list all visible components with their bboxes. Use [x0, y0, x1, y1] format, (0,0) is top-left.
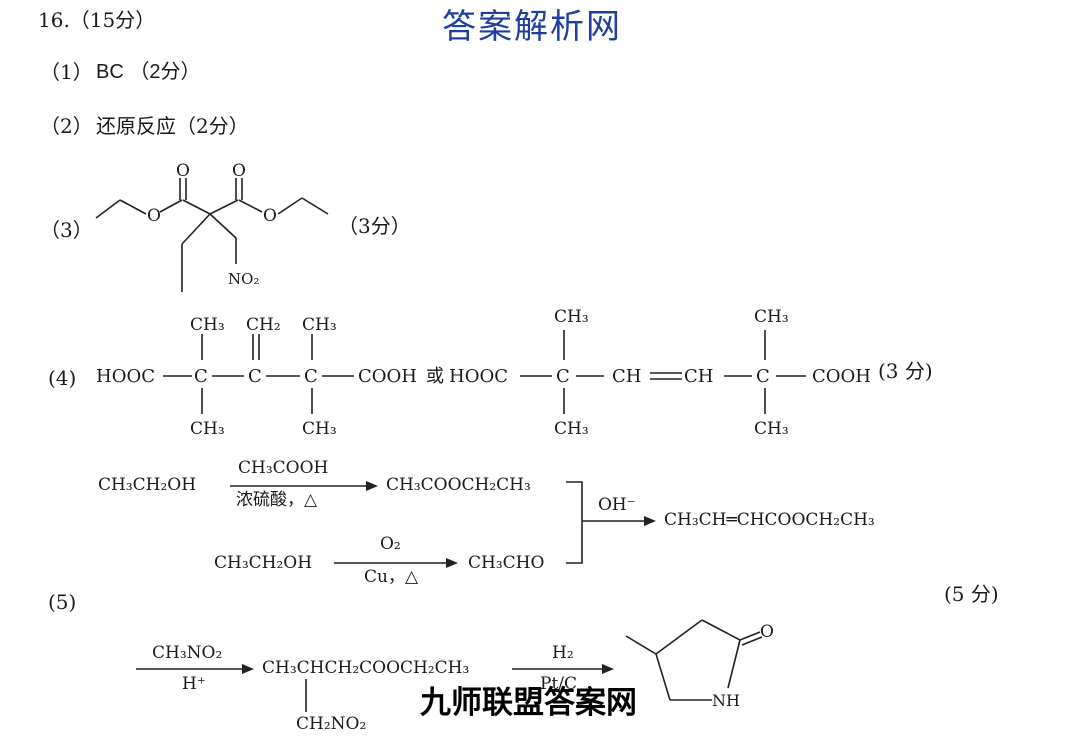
part3-o-carbonyl-right: O: [232, 161, 246, 181]
p5-step1-reagent-top: CH₃COOH: [238, 458, 329, 478]
part3-o-carbonyl-left: O: [176, 161, 190, 181]
part3-score: （3分）: [338, 214, 411, 238]
part3-o-ester-right: O: [263, 206, 277, 226]
ring-o-label: O: [760, 622, 774, 642]
p5-step3-reagent-top: CH₃NO₂: [152, 643, 223, 663]
p4s1-ch3-top1: CH₃: [190, 315, 225, 335]
p5-step2-reagent-top: O₂: [380, 534, 401, 554]
p4s2-ch1: CH: [612, 366, 641, 387]
p4s2-cooh: COOH: [812, 366, 871, 387]
part4-structure2: 或 HOOC C CH CH C COOH CH₃ CH₃ CH₃ CH₃: [426, 307, 871, 439]
part5-label: (5): [48, 590, 77, 614]
p5-merged-product: CH₃CH═CHCOOCH₂CH₃: [664, 510, 875, 530]
part3-structure: O O O O NO₂: [95, 161, 329, 292]
p5-step3-product-main: CH₃CHCH₂COOCH₂CH₃: [262, 658, 470, 678]
p4s1-hooc: HOOC: [96, 366, 155, 387]
p5-step3-reagent-bottom: H⁺: [182, 674, 206, 694]
p4s2-ch3-bottom1: CH₃: [554, 419, 589, 439]
p4s1-ch3-bottom1: CH₃: [190, 419, 225, 439]
p5-merge-reagent: OH⁻: [598, 495, 636, 515]
p4s1-ch3-top2: CH₃: [302, 315, 337, 335]
p5-step2-reagent-bottom: Cu，△: [364, 567, 419, 587]
part1-answer: BC （2分）: [96, 61, 201, 83]
part4-score: (3 分): [878, 359, 933, 383]
p5-step1-product: CH₃COOCH₂CH₃: [386, 475, 531, 495]
part2-label: （2）: [40, 114, 93, 138]
part4-structure1: HOOC C C C COOH CH₃ CH₂ CH₃ CH₃ CH₃: [96, 315, 417, 439]
p4s1-cooh: COOH: [358, 366, 417, 387]
part5-score: (5 分): [944, 582, 999, 606]
ring-nh-label: NH: [712, 691, 740, 710]
p4s1-c1: C: [194, 366, 208, 387]
part3-label: （3）: [40, 218, 93, 242]
p4s2-c1: C: [556, 366, 570, 387]
p4s2-ch3-top2: CH₃: [754, 307, 789, 327]
p4s1-c3: C: [304, 366, 318, 387]
p4-or: 或: [426, 366, 444, 387]
p5-step1-reagent-bottom: 浓硫酸，△: [236, 490, 318, 510]
p5-step3-product-branch: CH₂NO₂: [296, 714, 367, 734]
part2-answer: 还原反应（2分）: [96, 114, 249, 138]
p5-step2-reactant: CH₃CH₂OH: [214, 553, 313, 573]
watermark-bottom: 九师联盟答案网: [420, 685, 637, 721]
p5-step4-reagent-top: H₂: [552, 643, 574, 663]
p4s2-ch2: CH: [684, 366, 713, 387]
p5-step4-reagent-bottom: Pt/C: [540, 674, 578, 694]
part5-reaction-scheme: O NH: [136, 481, 774, 712]
watermark-top: 答案解析网: [442, 7, 622, 47]
part3-o-ester-left: O: [147, 206, 161, 226]
question-header: 16.（15分）: [38, 8, 156, 32]
p4s1-c2: C: [248, 366, 262, 387]
p4s2-c2: C: [756, 366, 770, 387]
p4s2-ch3-top1: CH₃: [554, 307, 589, 327]
p5-step2-product: CH₃CHO: [468, 553, 545, 573]
p4s2-ch3-bottom2: CH₃: [754, 419, 789, 439]
part3-no2-label: NO₂: [228, 270, 259, 288]
p5-step1-reactant: CH₃CH₂OH: [98, 475, 197, 495]
p4s1-ch2-top: CH₂: [246, 315, 281, 335]
part1-label: （1）: [40, 60, 93, 84]
p4s1-ch3-bottom2: CH₃: [302, 419, 337, 439]
part4-label: (4): [48, 366, 77, 390]
p4s2-hooc: HOOC: [449, 366, 508, 387]
